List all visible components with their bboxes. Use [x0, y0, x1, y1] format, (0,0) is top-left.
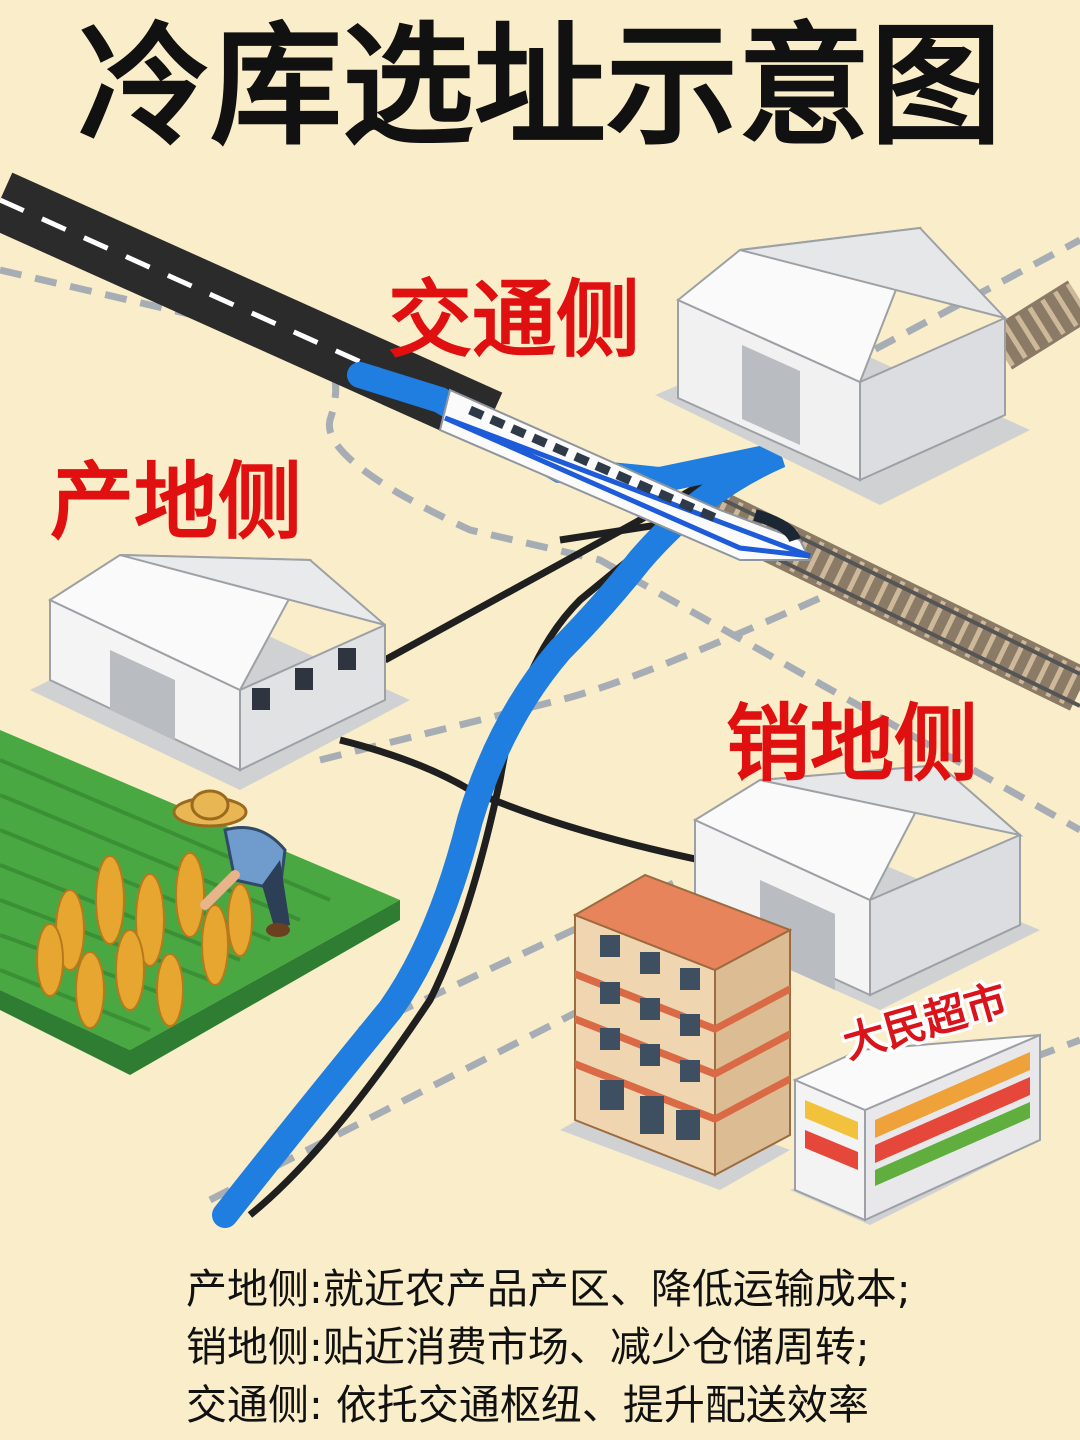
traffic-side-label: 交通侧	[388, 271, 641, 369]
note-label: 交通侧	[186, 1381, 309, 1429]
notes-block: 产地侧:就近农产品产区、降低运输成本; 销地侧:贴近消费市场、减少仓储周转; 交…	[186, 1260, 1046, 1434]
train	[438, 388, 812, 561]
supermarket	[790, 1033, 1041, 1225]
note-text: :贴近消费市场、减少仓储周转;	[309, 1323, 870, 1371]
apartment-building	[560, 873, 793, 1190]
warehouse-traffic	[655, 226, 1030, 505]
note-label: 销地侧	[186, 1323, 309, 1371]
warehouse-origin	[30, 553, 410, 790]
note-text: :就近农产品产区、降低运输成本;	[309, 1265, 911, 1313]
note-origin: 产地侧:就近农产品产区、降低运输成本;	[186, 1260, 1046, 1318]
farmer	[172, 789, 290, 937]
page-title: 冷库选址示意图	[78, 10, 1002, 164]
note-sales: 销地侧:贴近消费市场、减少仓储周转;	[186, 1318, 1046, 1376]
warehouse-sales	[692, 763, 1040, 1010]
origin-side-label: 产地侧	[50, 453, 303, 551]
note-text: : 依托交通枢纽、提升配送效率	[309, 1381, 869, 1429]
sales-side-label: 销地侧	[726, 695, 979, 793]
note-label: 产地侧	[186, 1265, 309, 1313]
wheat-field	[0, 730, 400, 1075]
note-traffic: 交通侧: 依托交通枢纽、提升配送效率	[186, 1376, 1046, 1434]
